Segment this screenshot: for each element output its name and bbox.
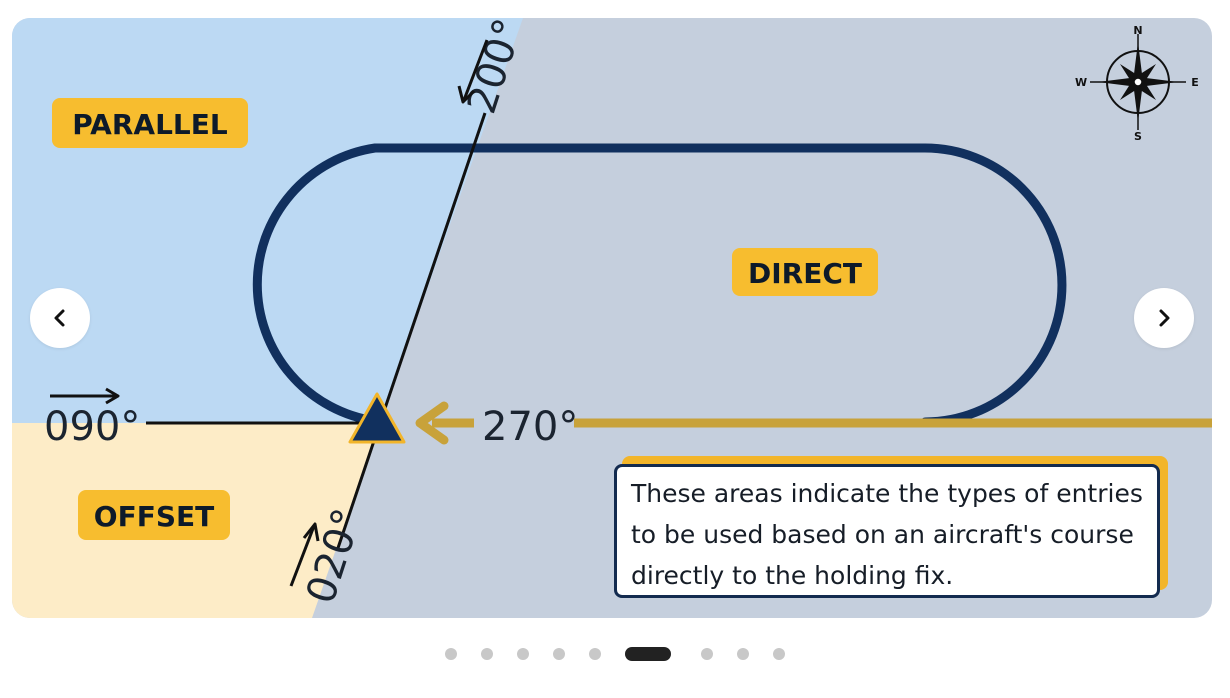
pagination-dot[interactable] [737,648,749,660]
offset-label: OFFSET [94,500,214,533]
heading-090-label: 090° [44,404,140,450]
carousel-slide: 090° 270° 200° 020° PARALLEL DIRECT OFFS [12,18,1212,618]
line-020 [336,422,382,549]
arrow-020-icon [289,522,320,587]
pagination-dot-active[interactable] [625,647,671,661]
pagination-dot[interactable] [701,648,713,660]
compass-e-label: E [1191,76,1199,89]
parallel-badge: PARALLEL [52,98,248,148]
arrow-090-icon [50,387,120,405]
compass-n-label: N [1133,24,1142,37]
pagination-dot[interactable] [773,648,785,660]
pagination-dot[interactable] [445,648,457,660]
holding-racetrack [252,143,1067,427]
next-slide-button[interactable] [1134,288,1194,348]
pagination-dot[interactable] [517,648,529,660]
chevron-right-icon [1159,309,1170,327]
holding-entry-diagram: 090° 270° 200° 020° PARALLEL DIRECT OFFS [12,18,1212,618]
direct-badge: DIRECT [732,248,878,296]
arrow-200-icon [457,39,489,104]
compass-w-label: W [1075,76,1087,89]
pagination-dot[interactable] [553,648,565,660]
compass-s-label: S [1134,130,1142,143]
chevron-left-icon [54,309,65,327]
direct-label: DIRECT [748,257,862,290]
holding-fix-triangle-icon [348,392,406,444]
line-200 [378,112,487,424]
explanation-note: These areas indicate the types of entrie… [614,464,1160,598]
carousel-pagination [0,646,1230,662]
parallel-label: PARALLEL [72,108,228,141]
offset-badge: OFFSET [78,490,230,540]
inbound-arrow-icon [415,401,449,445]
compass-rose-icon: N S E W [1075,24,1199,143]
pagination-dot[interactable] [589,648,601,660]
pagination-dot[interactable] [481,648,493,660]
previous-slide-button[interactable] [30,288,90,348]
heading-270-label: 270° [482,404,578,450]
